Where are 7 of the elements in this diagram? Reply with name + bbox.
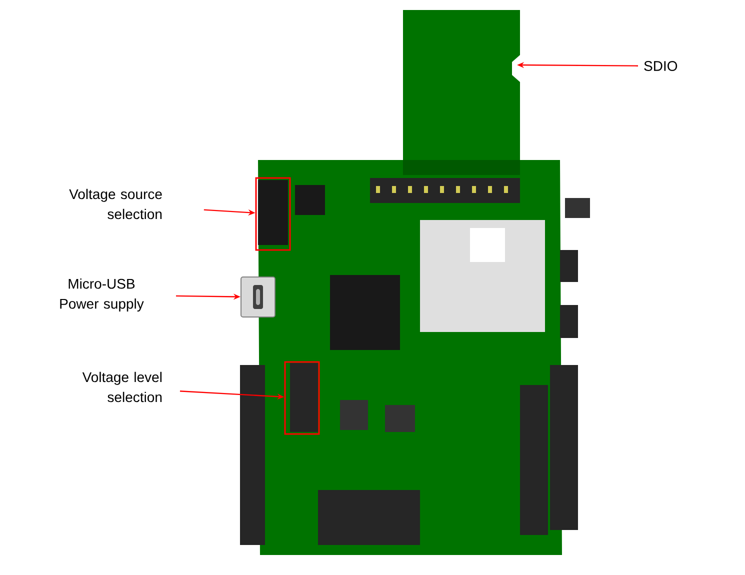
label-text: Voltage level selection bbox=[82, 372, 162, 402]
usb-connector bbox=[240, 276, 276, 318]
highlight-box bbox=[255, 177, 291, 251]
highlight-box bbox=[284, 361, 320, 435]
label-text: Micro-USB Power supply bbox=[60, 278, 144, 312]
label-text: Voltage source selection bbox=[69, 188, 162, 220]
label-text: SDIO bbox=[644, 61, 678, 71]
